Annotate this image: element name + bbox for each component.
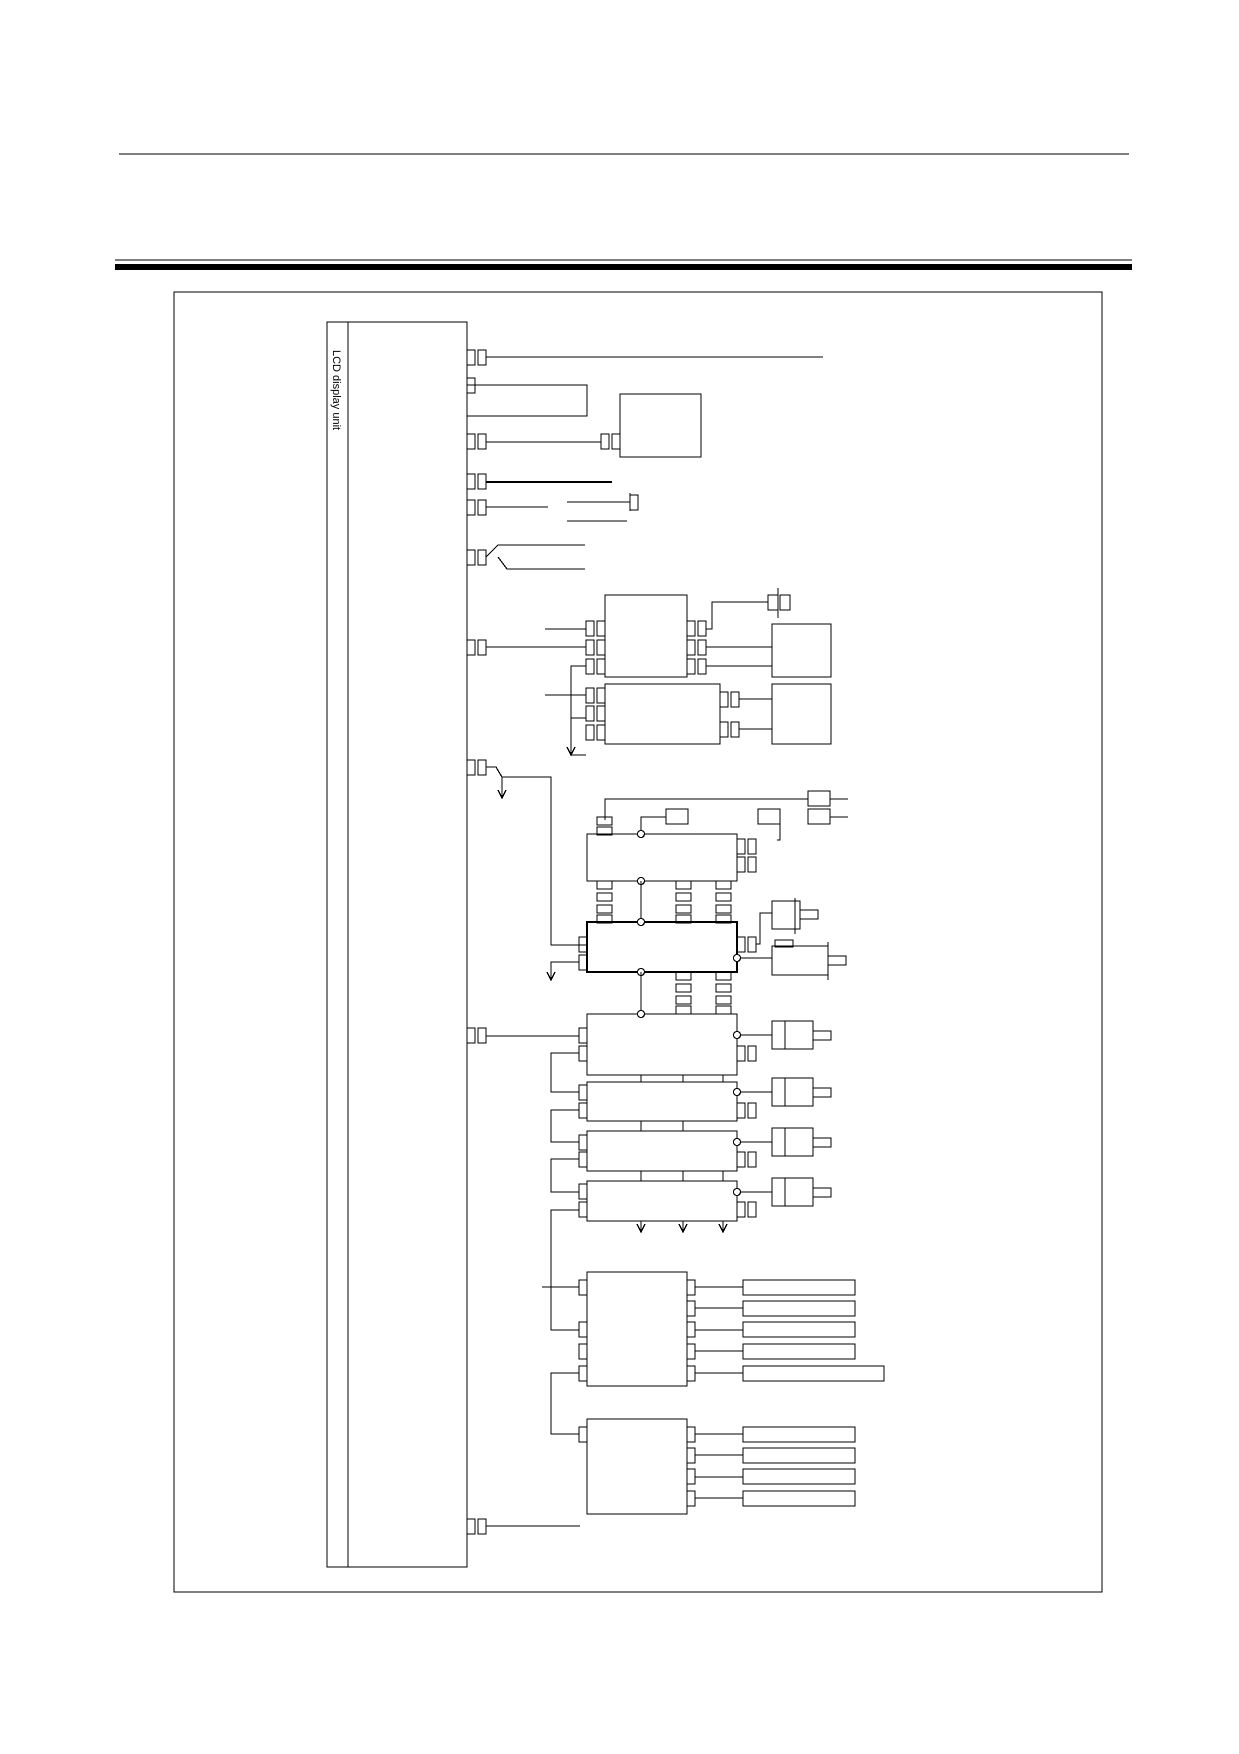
header-rule-thick [115, 264, 1132, 270]
connector-row-3 [466, 393, 702, 458]
connector-row-4 [466, 473, 612, 490]
board-box-2 [771, 623, 832, 678]
connector-row-2 [466, 377, 588, 417]
diagram-frame [173, 291, 1103, 1593]
connector-row-5 [466, 493, 639, 522]
module-box-a [619, 393, 702, 458]
board-group-1 [466, 588, 832, 757]
motor-small-1 [771, 900, 801, 930]
motor-driver-4 [586, 1180, 738, 1222]
motor-driver-2 [586, 1081, 738, 1122]
connector-row-6 [466, 544, 585, 570]
connector-row-bottom [466, 1518, 580, 1535]
io-board-2-box [586, 1418, 688, 1515]
driver-board-main [586, 921, 738, 973]
io-board-1-box [586, 1271, 688, 1387]
board-box-4 [771, 683, 832, 745]
connector-row-1 [466, 349, 823, 366]
board-box-1 [604, 594, 688, 678]
driver-board-upper [586, 833, 738, 882]
lcd-display-unit: LCD display unit [326, 321, 468, 1568]
driver-stack [466, 759, 848, 1015]
motor-driver-chain [466, 1009, 832, 1331]
motor-driver-1 [586, 1013, 738, 1076]
lcd-display-unit-label: LCD display unit [330, 350, 342, 430]
board-box-3 [604, 683, 721, 745]
io-board-1 [542, 1271, 885, 1435]
io-board-2 [578, 1418, 856, 1515]
motor-driver-3 [586, 1130, 738, 1172]
motor-small-2 [771, 945, 829, 976]
